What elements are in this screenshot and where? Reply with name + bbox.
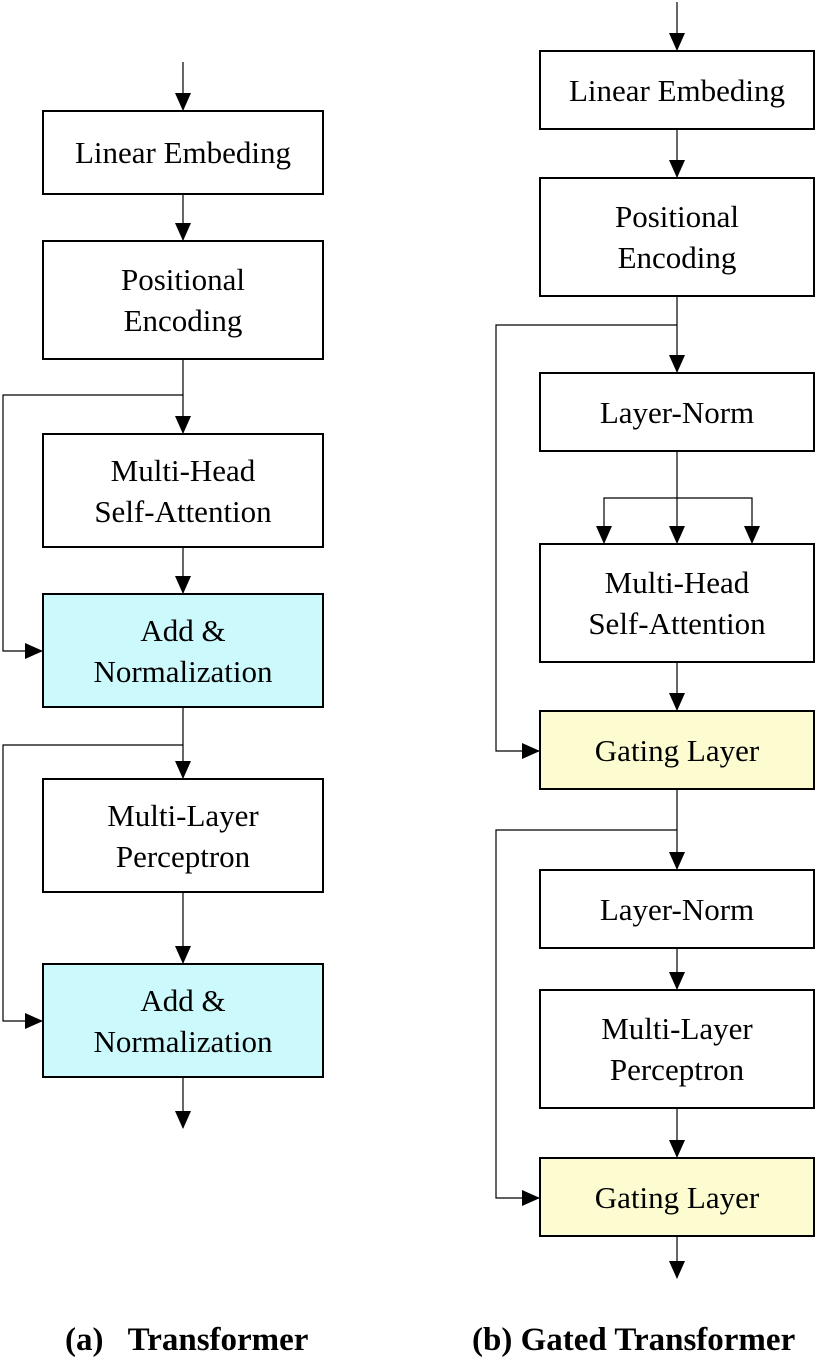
multi-head-self-attention-box-b: Multi-Head Self-Attention (539, 543, 815, 663)
mhsa-label-line1-a: Multi-Head (110, 452, 256, 488)
multi-layer-perceptron-box-b: Multi-Layer Perceptron (539, 989, 815, 1109)
residual-2-a (2, 744, 183, 1029)
layer-norm-box-2-b: Layer-Norm (539, 869, 815, 949)
positional-encoding-label-line1-a: Positional (120, 262, 245, 297)
gating-layer-box-1-b: Gating Layer (539, 710, 815, 790)
layer-norm2-label-b: Layer-Norm (599, 891, 755, 927)
add-norm2-label-line1-a: Add & (140, 982, 226, 1018)
gating2-label-b: Gating Layer (594, 1179, 760, 1215)
linear-embedding-label-b: Linear Embeding (568, 72, 786, 108)
linear-embedding-label-a: Linear Embeding (74, 135, 292, 170)
gating-layer-box-2-b: Gating Layer (539, 1157, 815, 1237)
residual-1-a (2, 394, 183, 659)
arrow-ln-mhsa-left-b (596, 497, 677, 544)
positional-encoding-box-b: Positional Encoding (539, 177, 815, 297)
mhsa-label-line2-a: Self-Attention (94, 493, 272, 529)
add-normalization-box-2-a: Add & Normalization (42, 963, 324, 1078)
arrow-ln-mhsa-right-b (677, 497, 760, 544)
gating1-label-b: Gating Layer (594, 732, 760, 768)
multi-head-self-attention-box-a: Multi-Head Self-Attention (42, 433, 324, 548)
mlp-label-line2-a: Perceptron (115, 838, 251, 874)
add-norm1-label-line1-a: Add & (140, 612, 226, 648)
multi-layer-perceptron-box-a: Multi-Layer Perceptron (42, 778, 324, 893)
caption-a: (a) Transformer (65, 1322, 309, 1358)
add-normalization-box-1-a: Add & Normalization (42, 593, 324, 708)
add-norm1-label-line2-a: Normalization (93, 653, 273, 689)
positional-encoding-label-line1-b: Positional (614, 199, 739, 234)
residual-1-b (495, 324, 677, 759)
add-norm2-label-line2-a: Normalization (93, 1023, 273, 1059)
linear-embedding-box-b: Linear Embeding (539, 50, 815, 130)
mlp-label-line2-b: Perceptron (609, 1052, 745, 1087)
residual-2-b (495, 829, 677, 1206)
positional-encoding-label-line2-b: Encoding (617, 240, 737, 275)
linear-embedding-box-a: Linear Embeding (42, 110, 324, 195)
caption-b: (b) Gated Transformer (472, 1322, 796, 1358)
layer-norm1-label-b: Layer-Norm (599, 394, 755, 430)
mhsa-label-line1-b: Multi-Head (604, 565, 750, 600)
mlp-label-line1-b: Multi-Layer (601, 1011, 753, 1046)
mlp-label-line1-a: Multi-Layer (107, 797, 259, 833)
layer-norm-box-1-b: Layer-Norm (539, 372, 815, 452)
positional-encoding-label-line2-a: Encoding (123, 303, 243, 338)
mhsa-label-line2-b: Self-Attention (588, 606, 766, 641)
positional-encoding-box-a: Positional Encoding (42, 240, 324, 360)
